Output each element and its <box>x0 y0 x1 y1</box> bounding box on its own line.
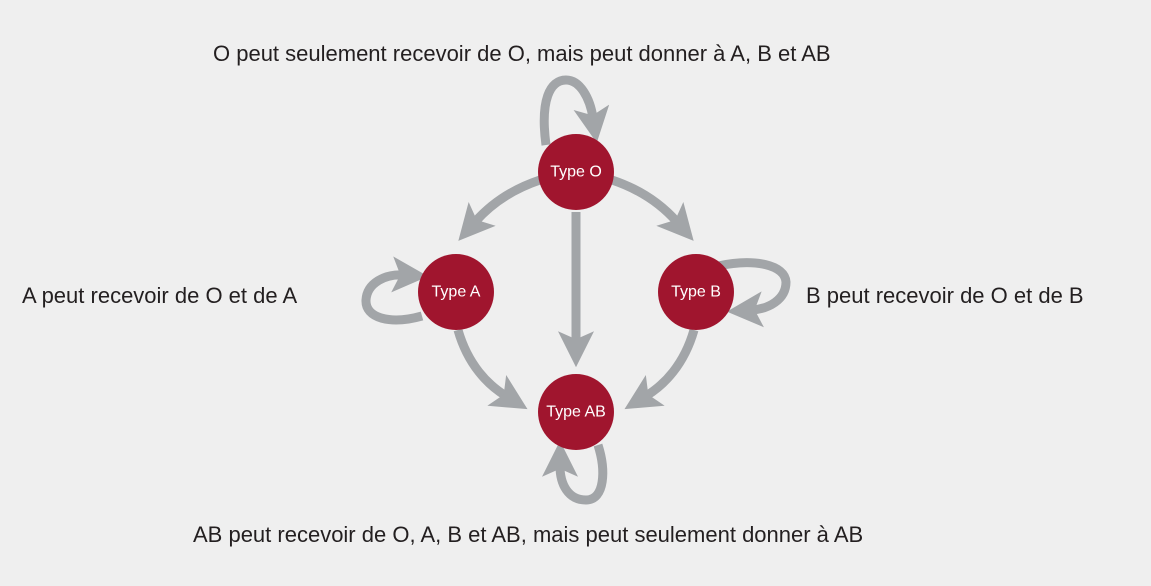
node-type-a-label: Type A <box>432 284 481 301</box>
node-type-o: Type O <box>538 134 614 210</box>
node-type-b-label: Type B <box>671 284 721 301</box>
arrow-o-to-b <box>610 175 694 241</box>
label-type-o: O peut seulement recevoir de O, mais peu… <box>213 41 831 66</box>
arrow-o-self <box>539 75 610 146</box>
arrow-a-self <box>361 256 429 325</box>
label-type-ab: AB peut recevoir de O, A, B et AB, mais … <box>193 522 864 547</box>
node-type-ab-label: Type AB <box>546 404 606 421</box>
node-type-ab: Type AB <box>538 374 614 450</box>
node-type-o-label: Type O <box>550 164 602 181</box>
node-type-b: Type B <box>658 254 734 330</box>
label-type-b: B peut recevoir de O et de B <box>806 283 1084 308</box>
arrow-b-self <box>717 258 791 328</box>
arrow-a-to-ab <box>453 328 528 410</box>
arrow-b-to-ab <box>624 328 699 410</box>
label-type-a: A peut recevoir de O et de A <box>22 283 298 308</box>
arrow-ab-self <box>542 440 608 505</box>
node-type-a: Type A <box>418 254 494 330</box>
arrow-o-to-a <box>458 175 542 241</box>
